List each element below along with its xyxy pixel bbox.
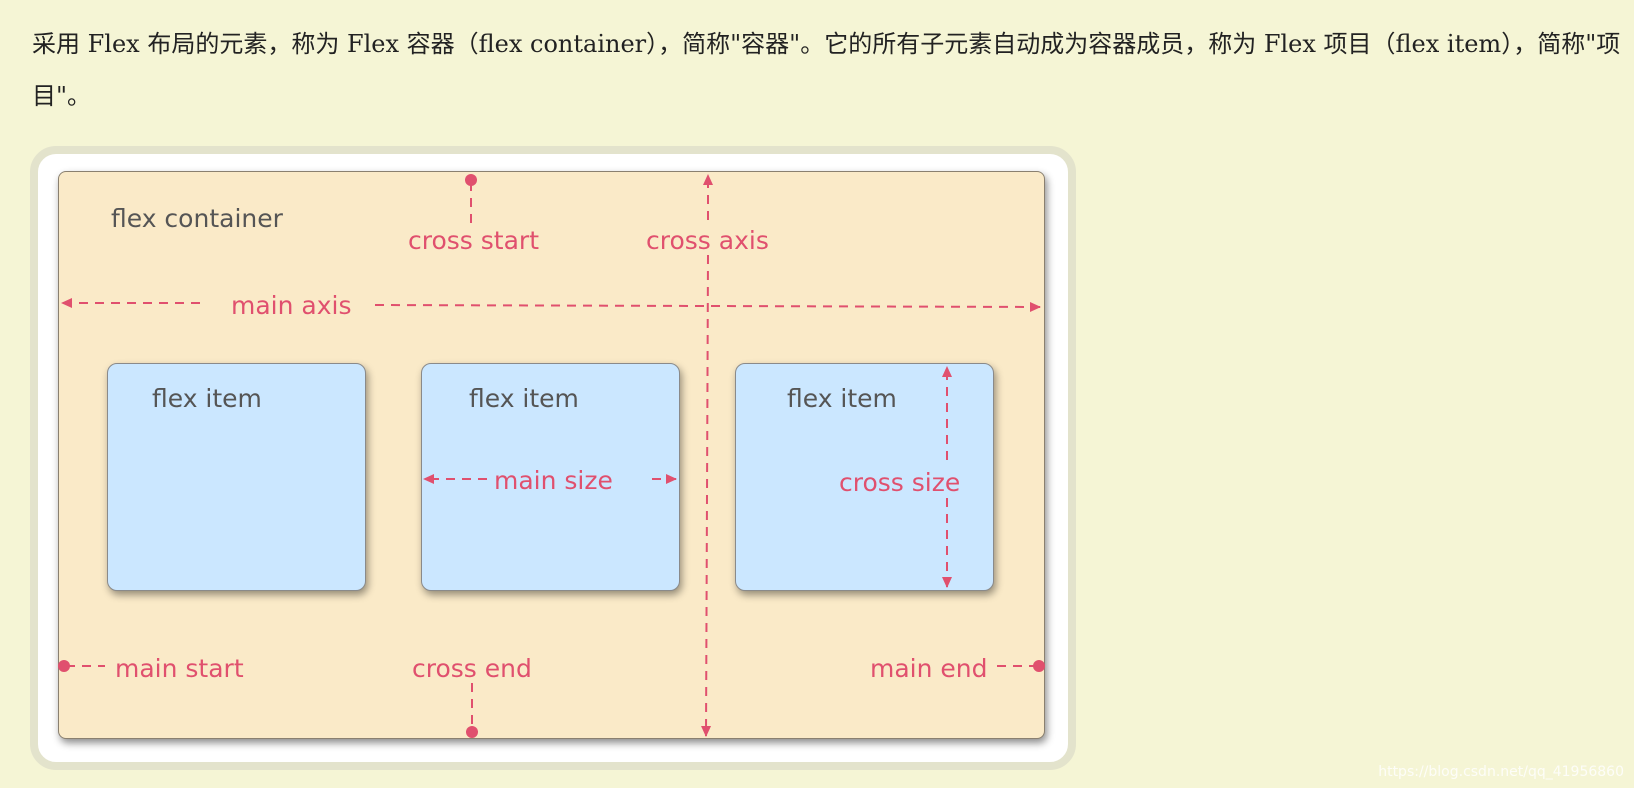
flex-item-label-1: flex item [152,384,262,413]
cross-axis-label: cross axis [646,226,769,255]
flex-item-box-2 [421,363,680,591]
flex-item-box-3 [735,363,994,591]
main-size-label: main size [494,466,613,495]
watermark: https://blog.csdn.net/qq_41956860 [1378,764,1624,780]
flex-item-box-1 [107,363,366,591]
main-axis-label: main axis [231,291,352,320]
flex-item-label-3: flex item [787,384,897,413]
cross-end-label: cross end [412,654,532,683]
main-start-label: main start [115,654,244,683]
flex-item-label-2: flex item [469,384,579,413]
cross-size-label: cross size [839,468,961,497]
main-end-label: main end [870,654,988,683]
cross-start-label: cross start [408,226,539,255]
flex-container-label: flex container [111,204,283,233]
intro-paragraph: 采用 Flex 布局的元素，称为 Flex 容器（flex container）… [32,30,1621,110]
